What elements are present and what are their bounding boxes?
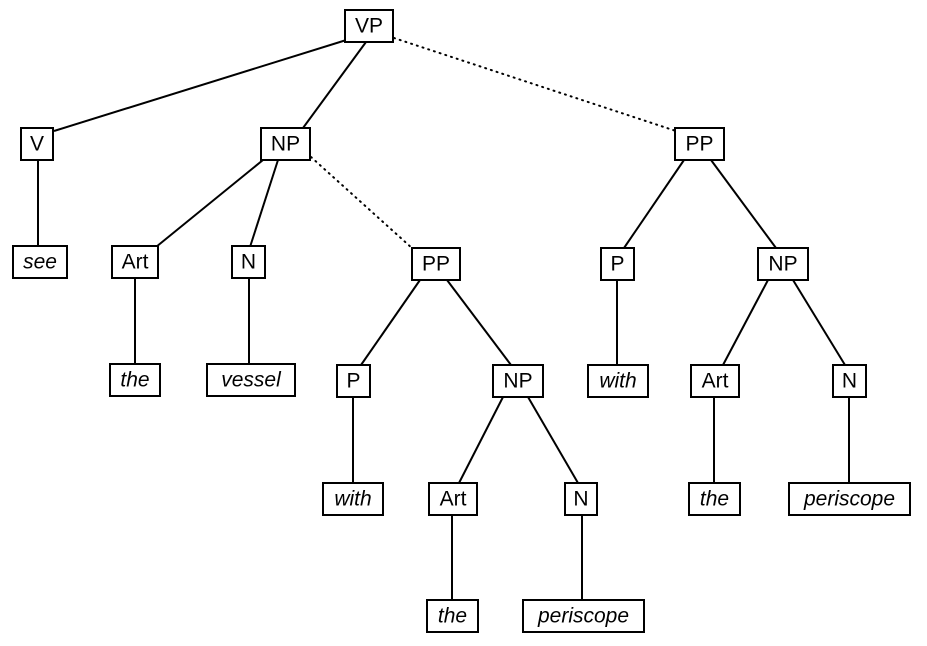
node-label-see: see bbox=[23, 251, 57, 274]
tree-node-vessel[interactable]: vessel bbox=[206, 363, 296, 397]
tree-node-pp_low[interactable]: PP bbox=[411, 247, 461, 281]
node-box-art_low bbox=[428, 482, 478, 516]
tree-node-the_low[interactable]: the bbox=[426, 599, 479, 633]
node-box-vp bbox=[344, 9, 394, 43]
node-label-with_high: with bbox=[599, 370, 636, 393]
tree-node-art_low[interactable]: Art bbox=[428, 482, 478, 516]
tree-node-peri_low[interactable]: periscope bbox=[522, 599, 645, 633]
node-label-the1: the bbox=[120, 369, 149, 392]
node-box-the_low bbox=[426, 599, 479, 633]
node-label-pp_high: PP bbox=[685, 133, 713, 156]
tree-node-np1[interactable]: NP bbox=[260, 127, 311, 161]
node-box-np_high bbox=[757, 247, 809, 281]
node-label-the_low: the bbox=[438, 605, 467, 628]
node-label-vp: VP bbox=[355, 15, 383, 38]
node-label-peri_high: periscope bbox=[803, 488, 895, 511]
node-label-with_low: with bbox=[334, 488, 371, 511]
tree-node-the_high[interactable]: the bbox=[688, 482, 741, 516]
node-layer: VPVseeNPArttheNvesselPPPwithNPArttheNper… bbox=[12, 9, 911, 633]
node-box-with_low bbox=[322, 482, 384, 516]
node-box-n1 bbox=[231, 245, 266, 279]
node-box-np1 bbox=[260, 127, 311, 161]
node-box-art_high bbox=[690, 364, 740, 398]
node-box-peri_high bbox=[788, 482, 911, 516]
tree-edge-np1-art1 bbox=[155, 159, 264, 248]
node-label-art1: Art bbox=[122, 251, 149, 274]
node-box-peri_low bbox=[522, 599, 645, 633]
tree-node-see[interactable]: see bbox=[12, 245, 68, 279]
tree-edge-pp-high-np bbox=[710, 159, 777, 249]
node-box-with_high bbox=[587, 364, 649, 398]
tree-edge-vp-np1 bbox=[302, 41, 367, 129]
node-box-p_high bbox=[600, 247, 635, 281]
node-label-np1: NP bbox=[271, 133, 300, 156]
tree-node-with_high[interactable]: with bbox=[587, 364, 649, 398]
tree-edge-np-high-art bbox=[722, 279, 769, 366]
tree-edge-vp-v bbox=[53, 36, 357, 132]
node-label-n_low: N bbox=[573, 488, 588, 511]
node-box-see bbox=[12, 245, 68, 279]
tree-node-np_low[interactable]: NP bbox=[492, 364, 544, 398]
node-label-pp_low: PP bbox=[422, 253, 450, 276]
tree-edge-pp-low-np bbox=[446, 279, 512, 366]
tree-node-art_high[interactable]: Art bbox=[690, 364, 740, 398]
tree-node-peri_high[interactable]: periscope bbox=[788, 482, 911, 516]
node-box-n_low bbox=[564, 482, 598, 516]
node-label-np_low: NP bbox=[503, 370, 532, 393]
node-label-art_high: Art bbox=[702, 370, 729, 393]
node-label-np_high: NP bbox=[768, 253, 797, 276]
tree-edge-np-low-n bbox=[527, 396, 579, 484]
tree-node-n_high[interactable]: N bbox=[832, 364, 867, 398]
node-box-art1 bbox=[111, 245, 159, 279]
node-label-v: V bbox=[30, 133, 44, 156]
tree-node-v[interactable]: V bbox=[20, 127, 54, 161]
tree-node-p_low[interactable]: P bbox=[336, 364, 371, 398]
tree-node-pp_high[interactable]: PP bbox=[674, 127, 725, 161]
tree-edge-pp-high-p bbox=[623, 159, 685, 249]
tree-edge-np-low-art bbox=[458, 396, 504, 484]
node-label-n1: N bbox=[241, 251, 256, 274]
tree-node-n1[interactable]: N bbox=[231, 245, 266, 279]
tree-edge-pp-low-p bbox=[360, 279, 421, 366]
node-label-art_low: Art bbox=[440, 488, 467, 511]
node-box-the1 bbox=[109, 363, 161, 397]
node-box-pp_low bbox=[411, 247, 461, 281]
node-label-p_high: P bbox=[610, 253, 624, 276]
node-box-np_low bbox=[492, 364, 544, 398]
tree-node-with_low[interactable]: with bbox=[322, 482, 384, 516]
node-label-peri_low: periscope bbox=[537, 605, 629, 628]
edge-layer bbox=[37, 36, 850, 600]
tree-node-art1[interactable]: Art bbox=[111, 245, 159, 279]
tree-edge-vp-pp-high bbox=[393, 37, 677, 132]
tree-node-n_low[interactable]: N bbox=[564, 482, 598, 516]
node-box-the_high bbox=[688, 482, 741, 516]
tree-edge-np-high-n bbox=[792, 279, 846, 366]
tree-node-p_high[interactable]: P bbox=[600, 247, 635, 281]
node-box-p_low bbox=[336, 364, 371, 398]
node-label-p_low: P bbox=[346, 370, 360, 393]
node-box-pp_high bbox=[674, 127, 725, 161]
tree-node-the1[interactable]: the bbox=[109, 363, 161, 397]
node-box-v bbox=[20, 127, 54, 161]
node-box-n_high bbox=[832, 364, 867, 398]
node-label-n_high: N bbox=[842, 370, 857, 393]
node-label-vessel: vessel bbox=[221, 369, 282, 392]
tree-node-np_high[interactable]: NP bbox=[757, 247, 809, 281]
node-label-the_high: the bbox=[700, 488, 729, 511]
tree-edge-np1-pp-low bbox=[310, 156, 414, 250]
tree-edge-np1-n1 bbox=[249, 159, 279, 248]
tree-node-vp[interactable]: VP bbox=[344, 9, 394, 43]
node-box-vessel bbox=[206, 363, 296, 397]
